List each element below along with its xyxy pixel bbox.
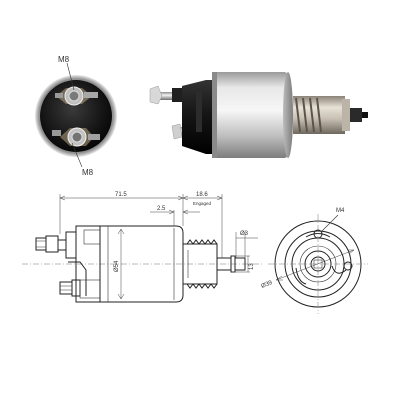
thread-label: M4 bbox=[336, 208, 345, 214]
bottom-terminal-stud bbox=[52, 127, 100, 147]
side-view-photo bbox=[149, 72, 368, 158]
solenoid-can bbox=[212, 72, 288, 158]
top-terminal-label: M8 bbox=[58, 55, 70, 64]
end-view-photo: M8 M8 bbox=[35, 55, 117, 177]
shaft-diameter-label: Ø3 bbox=[240, 231, 249, 237]
travel-label: 2.5 bbox=[157, 206, 166, 212]
drawing-terminal-top bbox=[35, 231, 77, 259]
top-terminal-stud bbox=[55, 86, 98, 106]
bottom-terminal-leader bbox=[71, 142, 83, 168]
shaft-length-label: 13 bbox=[249, 263, 255, 270]
drawing-terminal-bottom bbox=[59, 279, 81, 297]
bolt-circle-label: Ø39 bbox=[261, 280, 274, 290]
side-photo-terminal-top bbox=[149, 85, 182, 105]
engaged-length-label: 18.6 bbox=[196, 192, 208, 198]
top-terminal-leader bbox=[66, 62, 75, 91]
overall-length-label: 71.5 bbox=[115, 192, 127, 198]
drawing-body bbox=[99, 225, 184, 303]
body-diameter-label: Ø54 bbox=[114, 260, 120, 272]
end-view-drawing: M4 Ø39 bbox=[261, 208, 368, 314]
plunger-pin bbox=[350, 108, 362, 122]
return-spring bbox=[295, 97, 322, 133]
drawing-shaft bbox=[234, 257, 246, 271]
bottom-terminal-label: M8 bbox=[82, 168, 94, 177]
side-view-drawing: Ø54 71.5 18.6 Engaged 2.5 bbox=[22, 192, 262, 303]
engaged-note: Engaged bbox=[193, 201, 212, 206]
